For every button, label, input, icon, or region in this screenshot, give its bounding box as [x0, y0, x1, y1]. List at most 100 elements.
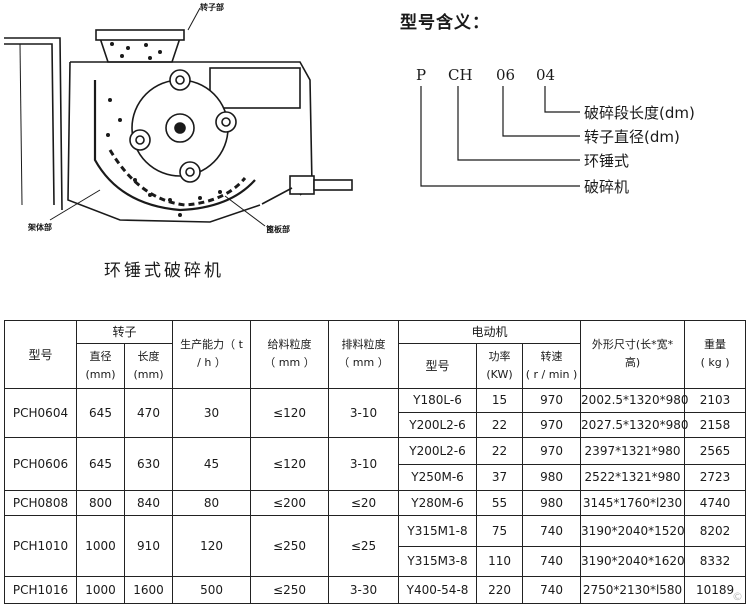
code-part-ch: CH [448, 66, 473, 84]
header-discharge: 排料粒度 （ mm ） [328, 320, 400, 389]
ore-particles [106, 42, 222, 217]
header-speed-label: 转速 [540, 349, 563, 363]
meaning-crushing-length: 破碎段长度(dm) [584, 104, 695, 122]
cell-feed: ≤120 [250, 436, 330, 492]
cell-dims: 3145*1760*l230 [580, 490, 686, 516]
meaning-ring-hammer: 环锤式 [584, 152, 630, 170]
code-leader-lines [420, 86, 580, 187]
table-row: PCH1016 1000 1600 500 ≤250 3-30 Y400-54-… [4, 576, 747, 604]
header-capacity: 生产能力（ t / h ） [172, 320, 252, 389]
cell-model: PCH1010 [4, 514, 77, 578]
code-part-diameter: 06 [496, 66, 516, 84]
cell-discharge: 3-10 [328, 387, 400, 438]
cell-discharge: 3-30 [328, 576, 400, 604]
cell-dims: 2397*1321*980 [580, 436, 686, 465]
callout-frame: 架体部 [28, 223, 52, 232]
header-weight-unit: ( kg ) [700, 356, 730, 370]
cell-feed: ≤250 [250, 514, 330, 578]
cell-motor-model: Y280M-6 [398, 490, 478, 516]
header-power: 功率 (KW) [476, 342, 524, 389]
cell-power: 110 [476, 545, 524, 578]
header-motor-model: 型号 [398, 342, 478, 389]
cell-feed: ≤200 [250, 490, 330, 516]
cell-speed: 970 [522, 412, 582, 438]
cell-diameter: 645 [76, 436, 125, 492]
cell-discharge: ≤25 [328, 514, 400, 578]
header-power-label: 功率 [488, 349, 511, 363]
cell-diameter: 645 [76, 387, 125, 438]
cell-diameter: 1000 [76, 576, 125, 604]
header-dimensions-line1: 外形尺寸(长*宽* [591, 338, 674, 352]
cell-power: 75 [476, 514, 524, 547]
cell-feed: ≤250 [250, 576, 330, 604]
cell-length: 1600 [123, 576, 174, 604]
code-part-p: P [416, 66, 427, 84]
cell-discharge: 3-10 [328, 436, 400, 492]
header-discharge-label: 排料粒度 [341, 338, 386, 352]
callout-rotor: 转子部 [200, 3, 224, 12]
cell-weight: 2158 [684, 412, 747, 438]
ring-hammer-icon [129, 69, 237, 183]
cell-weight: 8202 [684, 514, 747, 547]
cell-feed: ≤120 [250, 387, 330, 438]
cell-dims: 2002.5*1320*980 [580, 387, 688, 414]
cell-model: PCH0808 [4, 490, 77, 516]
cell-weight: 10189 [684, 576, 747, 604]
cell-dims: 2750*2130*l580 [580, 576, 686, 604]
table-row: PCH0606 645 630 45 ≤120 3-10 Y200L2-6 22… [4, 436, 747, 492]
cell-dims: 3190*2040*1520 [580, 514, 686, 547]
cell-motor-model: Y250M-6 [398, 463, 478, 492]
cell-weight: 8332 [684, 545, 747, 578]
figure-caption: 环锤式破碎机 [104, 261, 224, 281]
watermark: © [732, 590, 743, 603]
header-rotor: 转子 [75, 320, 174, 344]
cell-discharge: ≤20 [328, 490, 400, 516]
cell-power: 55 [476, 490, 524, 516]
cell-capacity: 500 [172, 576, 252, 604]
crusher-drawing [4, 7, 353, 227]
header-dimensions: 外形尺寸(长*宽* 高) [580, 320, 686, 389]
cell-model: PCH0604 [4, 387, 77, 438]
header-weight-label: 重量 [704, 338, 727, 352]
cell-power: 37 [476, 463, 524, 492]
cell-speed: 740 [522, 576, 582, 604]
meaning-rotor-diameter: 转子直径(dm) [584, 128, 680, 146]
cell-motor-model: Y200L2-6 [398, 436, 478, 465]
cell-dims: 2027.5*1320*980 [580, 412, 688, 438]
table-row: Y250M-6 37 980 2522*1321*980 2723 [5, 463, 747, 492]
table-row: Y200L2-6 22 970 2027.5*1320*980 2158 [5, 412, 747, 438]
header-feed-label: 给料粒度 [267, 338, 312, 352]
cell-speed: 740 [522, 514, 582, 547]
header-rotor-length-label: 长度 [137, 349, 160, 363]
meaning-crusher: 破碎机 [584, 178, 630, 196]
header-dimensions-line2: 高) [624, 356, 641, 370]
cell-diameter: 800 [76, 490, 125, 516]
cell-length: 840 [123, 490, 174, 516]
header-capacity-line1: 生产能力（ t [180, 338, 243, 352]
cell-motor-model: Y315M3-8 [398, 545, 478, 578]
cell-power: 220 [476, 576, 524, 604]
table-row: PCH0604 645 470 30 ≤120 3-10 Y180L-6 15 … [4, 387, 747, 438]
cell-dims: 2522*1321*980 [580, 463, 686, 492]
header-model: 型号 [4, 320, 77, 389]
cell-length: 630 [123, 436, 174, 492]
cell-weight: 2103 [684, 387, 747, 414]
model-code-title: 型号含义： [400, 13, 490, 33]
cell-capacity: 80 [172, 490, 252, 516]
table-row: PCH1010 1000 910 120 ≤250 ≤25 Y315M1-8 7… [4, 514, 747, 578]
cell-weight: 4740 [684, 490, 747, 516]
cell-power: 22 [476, 412, 524, 438]
cell-motor-model: Y315M1-8 [398, 514, 478, 547]
code-part-length: 04 [536, 66, 556, 84]
header-feed-unit: （ mm ） [264, 356, 315, 370]
header-capacity-line2: / h ） [197, 356, 226, 370]
cell-capacity: 45 [172, 436, 252, 492]
cell-motor-model: Y200L2-6 [398, 412, 478, 438]
header-weight: 重量 ( kg ) [684, 320, 747, 389]
header-speed-unit: ( r / min ) [525, 367, 578, 381]
header-power-unit: (KW) [486, 367, 513, 381]
cell-model: PCH0606 [4, 436, 77, 492]
cell-motor-model: Y400-54-8 [398, 576, 478, 604]
cell-speed: 740 [522, 545, 582, 578]
cell-speed: 980 [522, 490, 582, 516]
